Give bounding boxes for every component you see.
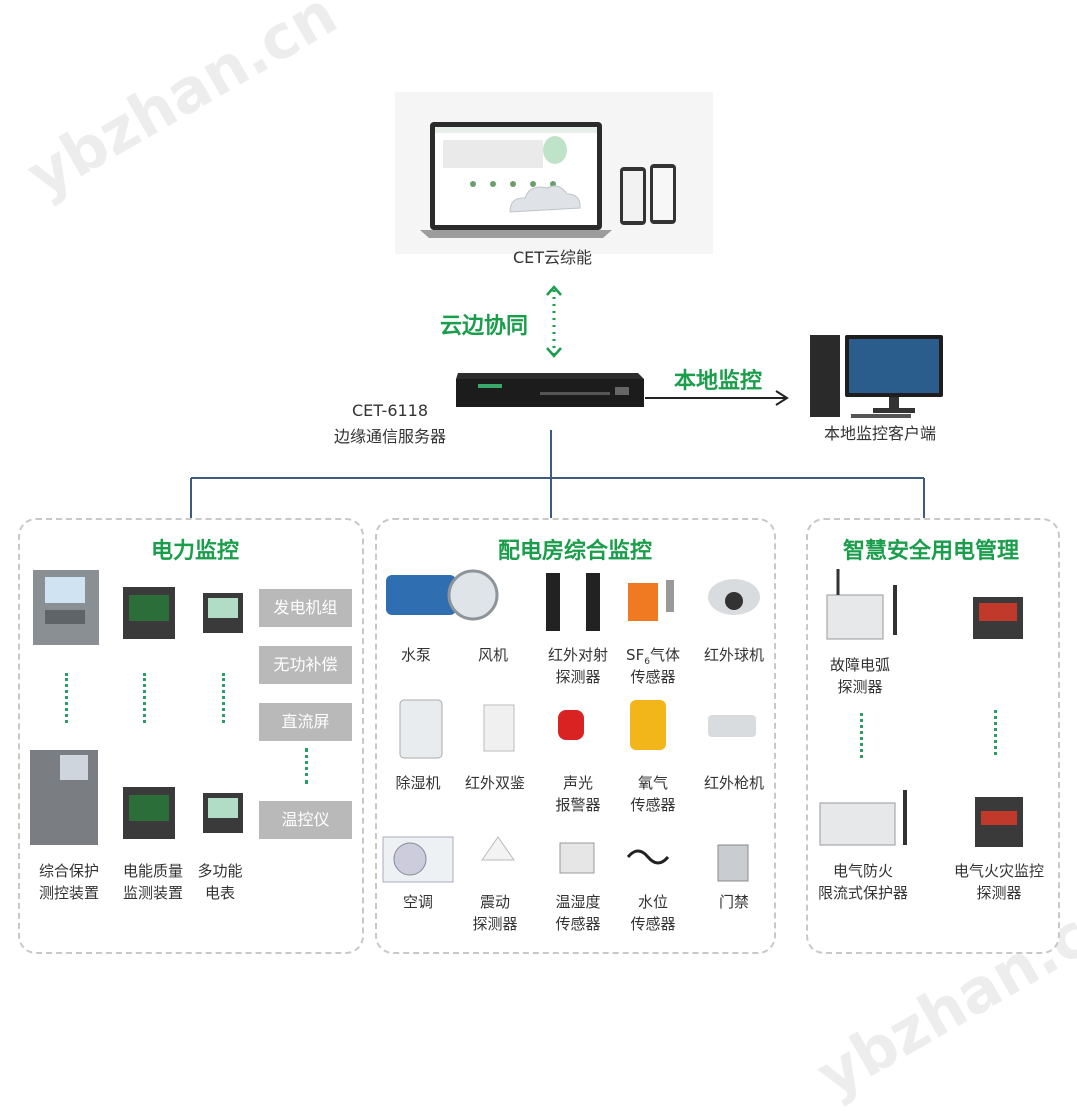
room-item-temp-humidity-l1: 温湿度 (555, 893, 601, 911)
room-item-ir-dual: 红外双鉴 (464, 774, 525, 792)
power-device-3-l1: 多功能 (197, 862, 243, 880)
power-device-2-l2: 监测装置 (122, 884, 183, 902)
cloud-label: CET云综能 (512, 248, 593, 267)
bus-connector-lines (190, 430, 925, 520)
room-item-temp-humidity-l2: 传感器 (555, 915, 601, 933)
room-item-oxygen-l2: 传感器 (630, 796, 676, 814)
safety-panel (806, 518, 1060, 954)
power-device-2-l1: 电能质量 (122, 862, 183, 880)
power-panel-title: 电力监控 (150, 539, 239, 564)
room-item-sf6-l1: SF6气体 (626, 646, 680, 667)
server-model: CET-6118 (351, 401, 429, 420)
cloud-edge-arrow (546, 285, 562, 358)
laptop-phone-illustration (420, 122, 676, 238)
room-item-water-pump: 水泵 (400, 646, 431, 664)
room-item-ir-bullet: 红外枪机 (703, 774, 764, 792)
safety-ellipsis-2 (994, 710, 997, 755)
room-panel-title: 配电房综合监控 (497, 539, 652, 564)
local-monitor-arrow (645, 390, 789, 406)
safety-fire-prevention-l1: 电气防火 (832, 862, 893, 880)
room-device-images (382, 569, 760, 883)
room-item-access-control: 门禁 (718, 893, 749, 911)
local-monitor-label: 本地监控 (673, 369, 762, 394)
safety-panel-title: 智慧安全用电管理 (842, 539, 1019, 564)
room-item-sf6-l2: 传感器 (630, 668, 676, 686)
room-item-water-level-l2: 传感器 (630, 915, 676, 933)
power-device-images (30, 570, 243, 845)
watermark-top: ybzhan.cn (15, 0, 349, 212)
server-device (456, 373, 644, 407)
btn-temp-controller: 温控仪 (259, 801, 352, 839)
desktop-computer (810, 335, 943, 418)
power-ellipsis-4 (305, 748, 308, 784)
room-item-vibration-l2: 探测器 (472, 915, 518, 933)
safety-arc-l1: 故障电弧 (829, 656, 890, 674)
cloud-edge-label: 云边协同 (439, 314, 528, 339)
btn-dc-screen: 直流屏 (259, 703, 352, 741)
room-item-ac: 空调 (402, 893, 433, 911)
power-ellipsis-2 (143, 673, 146, 723)
room-item-alarm-l1: 声光 (562, 774, 593, 792)
room-item-vibration-l1: 震动 (479, 893, 510, 911)
safety-ellipsis-1 (860, 713, 863, 758)
safety-fire-prevention-l2: 限流式保护器 (817, 884, 908, 902)
safety-fire-monitor-l2: 探测器 (976, 884, 1022, 902)
room-item-ir-dome: 红外球机 (703, 646, 764, 664)
room-item-alarm-l2: 报警器 (555, 796, 601, 814)
power-device-1-l2: 测控装置 (38, 884, 99, 902)
safety-fire-monitor-l1: 电气火灾监控 (953, 862, 1044, 880)
client-label: 本地监控客户端 (823, 424, 936, 443)
room-item-ir-beam-l1: 红外对射 (547, 646, 608, 664)
server-name: 边缘通信服务器 (333, 427, 446, 446)
room-item-fan: 风机 (477, 646, 508, 664)
power-ellipsis-1 (65, 673, 68, 723)
safety-device-images (819, 569, 1023, 847)
power-device-3-l2: 电表 (204, 884, 235, 902)
room-item-ir-beam-l2: 探测器 (555, 668, 601, 686)
room-item-dehumidifier: 除湿机 (395, 774, 441, 792)
power-ellipsis-3 (222, 673, 225, 723)
power-device-1-l1: 综合保护 (38, 862, 99, 880)
room-item-water-level-l1: 水位 (637, 893, 668, 911)
btn-generator: 发电机组 (259, 589, 352, 627)
btn-reactive-compensation: 无功补偿 (259, 646, 352, 684)
room-item-oxygen-l1: 氧气 (637, 774, 668, 792)
safety-arc-l2: 探测器 (837, 678, 883, 696)
cloud-platform-image (395, 92, 713, 254)
